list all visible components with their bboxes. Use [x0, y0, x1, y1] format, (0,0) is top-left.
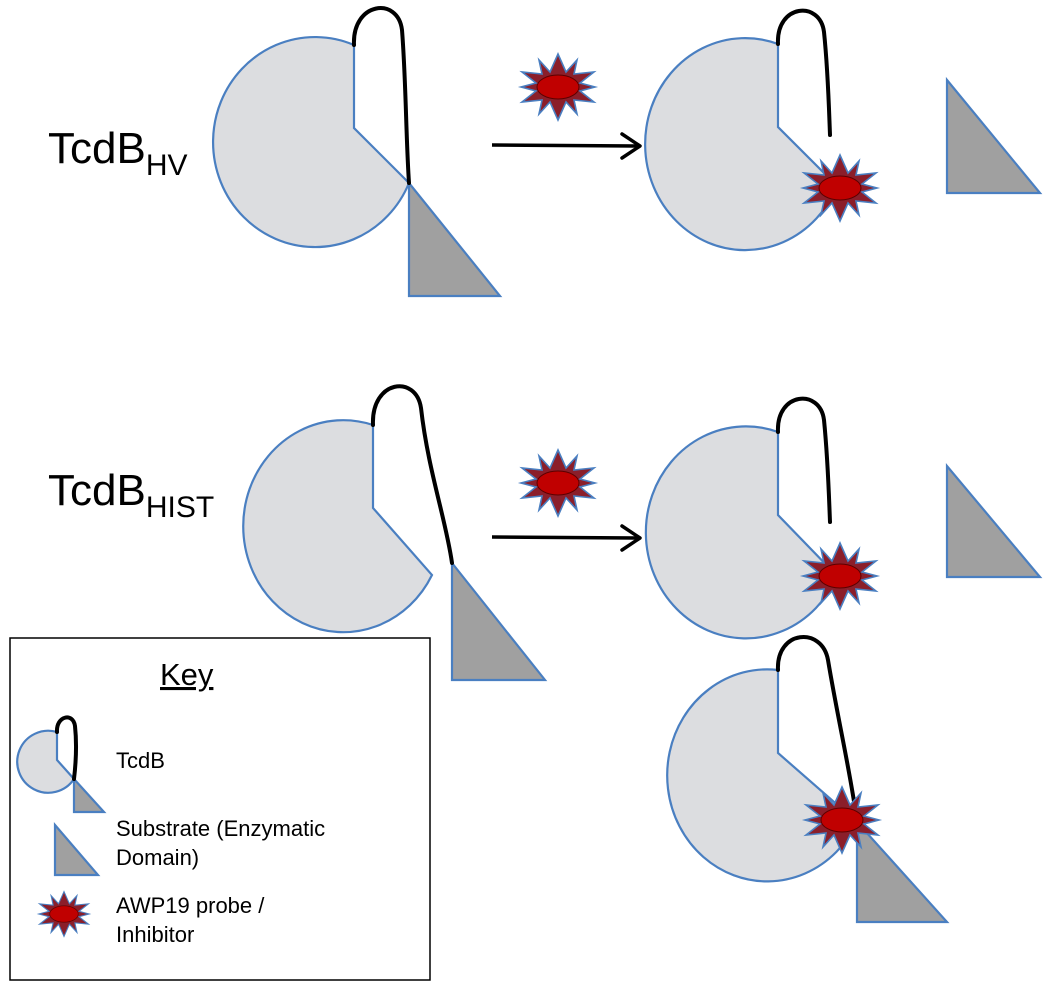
tcdb-hv-intact: [211, 6, 503, 298]
legend-item-probe: AWP19 probe / Inhibitor: [38, 891, 265, 947]
legend-tcdb-label: TcdB: [116, 748, 165, 773]
substrate-triangle-icon: [53, 822, 101, 877]
probe-icon-row2: [520, 449, 596, 517]
tcdb-hist-bound-loop: [775, 635, 859, 824]
tcdb-hist-cleaved: [644, 396, 878, 640]
tcdb-hist-cleaved-loop: [775, 396, 832, 524]
tcdb-hist-substrate: [450, 559, 548, 682]
tcdb-hist-cleaved-body: [644, 425, 839, 640]
legend-title: Key: [160, 657, 214, 692]
released-substrate-row1: [945, 76, 1043, 195]
released-substrate-row2: [945, 462, 1043, 579]
tcdb-hist-bound-body: [666, 668, 859, 883]
reaction-arrow-row1: [491, 132, 642, 160]
tcdb-hv-loop: [351, 6, 411, 185]
tcdb-hv-substrate: [407, 179, 503, 298]
tcdb-hv-protein-body: [211, 35, 411, 249]
tcdb-hv-cleaved: [644, 8, 878, 252]
legend-probe-line2: Inhibitor: [116, 922, 194, 947]
tcdb-hist-protein-body: [242, 419, 434, 634]
legend-box: Key TcdB Substrate (Enzymatic Domain) AW…: [9, 637, 431, 981]
legend-probe-line1: AWP19 probe /: [116, 893, 265, 918]
tcdb-hv-cleaved-loop: [775, 8, 832, 137]
legend-item-tcdb: TcdB: [16, 715, 165, 814]
tcdb-hist-intact: [242, 384, 548, 682]
row2-label: TcdBHIST: [48, 466, 214, 524]
tcdb-glyph-icon: [16, 715, 107, 814]
legend-item-substrate: Substrate (Enzymatic Domain): [53, 816, 325, 877]
legend-substrate-line1: Substrate (Enzymatic: [116, 816, 325, 841]
legend-substrate-line2: Domain): [116, 845, 199, 870]
probe-icon-row1: [520, 53, 596, 121]
tcdb-hist-bound-substrate: [855, 819, 950, 924]
row1-label: TcdBHV: [48, 124, 188, 182]
reaction-arrow-row2: [491, 524, 642, 552]
tcdb-hv-cleaved-body: [644, 37, 839, 252]
tcdb-hist-loop: [370, 384, 454, 565]
tcdb-hist-probe-bound-intact: [666, 635, 950, 924]
